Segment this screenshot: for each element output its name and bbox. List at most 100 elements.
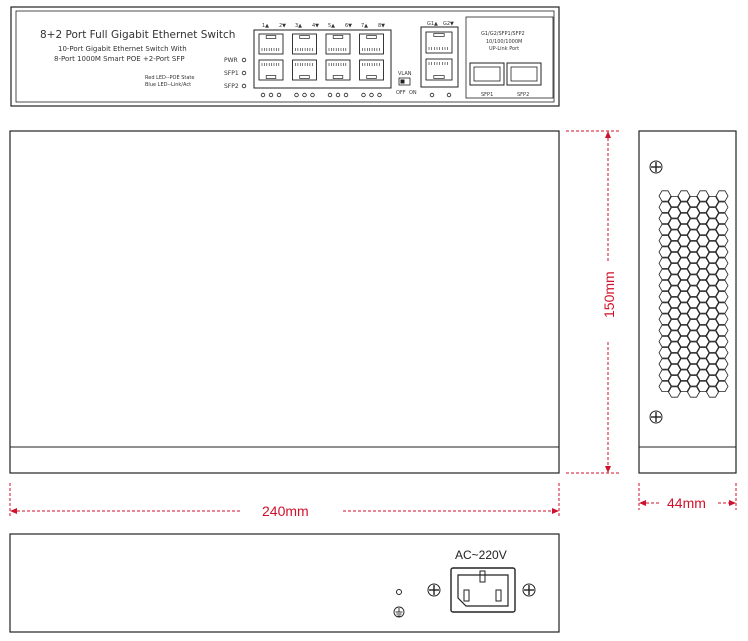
vent-hole bbox=[715, 246, 729, 258]
height-arrow-left bbox=[639, 500, 646, 506]
width-dimension: 240mm bbox=[262, 503, 309, 519]
port-led-icon bbox=[369, 92, 374, 98]
uplink-port-label-g2: G2▼ bbox=[443, 21, 454, 27]
width-arrow-right bbox=[552, 508, 559, 514]
rj45-port-top-4 bbox=[359, 33, 384, 55]
top-view-outline bbox=[9, 130, 560, 474]
led-label-pwr: PWR bbox=[224, 57, 238, 64]
uplink-port-g2 bbox=[425, 58, 453, 81]
vent-hole bbox=[715, 324, 729, 337]
height-dimension: 44mm bbox=[667, 495, 706, 511]
port-led-icon bbox=[302, 92, 307, 98]
rj45-port-bottom-1 bbox=[258, 59, 284, 81]
depth-arrow-top bbox=[605, 131, 611, 138]
depth-dimension: 150mm bbox=[601, 271, 617, 318]
rear-panel: AC~220V bbox=[9, 533, 560, 633]
rj45-port-top-2 bbox=[292, 33, 317, 55]
rear-panel-outline bbox=[9, 533, 560, 633]
port-led-icon bbox=[335, 92, 341, 98]
port-label-5: 5▲ bbox=[328, 23, 335, 29]
vent-hole bbox=[715, 212, 729, 224]
vent-hole bbox=[715, 335, 729, 348]
port-led-icon bbox=[294, 92, 299, 98]
port-led-icon bbox=[343, 92, 349, 98]
rear-screw-left-icon bbox=[427, 583, 441, 597]
port-label-3: 3▲ bbox=[295, 23, 302, 29]
vent-hole bbox=[715, 235, 729, 247]
led-sfp2-icon bbox=[241, 83, 247, 89]
front-panel: 8+2 Port Full Gigabit Ethernet Switch 10… bbox=[10, 6, 560, 107]
vlan-toggle-knob bbox=[400, 79, 405, 84]
port-led-icon bbox=[327, 92, 333, 98]
front-subtitle-2: 8-Port 1000M Smart POE +2-Port SFP bbox=[54, 55, 185, 63]
uplink-desc: UP-Link Port bbox=[489, 46, 519, 52]
vent-hole bbox=[715, 380, 729, 393]
vent-hole bbox=[715, 313, 729, 325]
port-label-8: 8▼ bbox=[378, 23, 385, 29]
vlan-switch: VLAN OFF ON bbox=[396, 71, 417, 96]
port-led-icon bbox=[268, 92, 274, 98]
height-arrow-right bbox=[729, 500, 736, 506]
vent-hole bbox=[715, 279, 729, 292]
port-led-icon bbox=[361, 92, 366, 98]
led-label-sfp1: SFP1 bbox=[224, 70, 239, 77]
vlan-on-label: ON bbox=[409, 90, 417, 96]
rj45-port-block bbox=[253, 29, 392, 89]
uplink-title: G1/G2/SFP1/SFP2 bbox=[481, 31, 525, 37]
vent-hole bbox=[715, 257, 729, 269]
top-view bbox=[9, 130, 560, 474]
led-sfp1-icon bbox=[241, 70, 247, 76]
dimension-lines: 150mm 240mm 44mm bbox=[9, 130, 737, 519]
sfp1-port-inner bbox=[473, 66, 501, 82]
port-label-6: 6▼ bbox=[345, 23, 352, 29]
ground-icon bbox=[393, 606, 405, 618]
rj45-port-top-3 bbox=[325, 33, 351, 55]
port-label-1: 1▲ bbox=[262, 23, 269, 29]
depth-arrow-bottom bbox=[605, 466, 611, 473]
uplink-port-g1 bbox=[425, 31, 453, 54]
vlan-toggle-icon bbox=[398, 77, 411, 86]
sfp1-port bbox=[469, 62, 505, 86]
rj45-port-top-1 bbox=[258, 33, 284, 55]
sfp2-label: SFP2 bbox=[517, 92, 529, 98]
status-leds: PWR SFP1 SFP2 bbox=[224, 57, 247, 90]
rj45-port-leds bbox=[260, 92, 382, 98]
port-label-2: 2▼ bbox=[279, 23, 286, 29]
rj45-port-bottom-3 bbox=[325, 59, 351, 81]
vent-hole bbox=[715, 347, 729, 359]
ventilation-grid bbox=[658, 190, 729, 398]
sfp2-port bbox=[506, 62, 542, 86]
screw-bottom-icon bbox=[649, 410, 663, 424]
ground-screw-icon bbox=[396, 589, 402, 595]
port-label-4: 4▼ bbox=[312, 23, 319, 29]
port-led-icon bbox=[276, 92, 282, 98]
vent-hole bbox=[715, 268, 729, 281]
port-led-icon bbox=[260, 92, 266, 98]
uplink-speed: 10/100/1000M bbox=[486, 39, 522, 45]
uplink-port-block bbox=[420, 26, 459, 88]
screw-top-icon bbox=[649, 160, 663, 174]
power-label: AC~220V bbox=[455, 548, 507, 562]
rj45-port-bottom-2 bbox=[292, 59, 317, 81]
front-panel-inner bbox=[15, 10, 555, 103]
vent-hole bbox=[715, 358, 729, 370]
port-label-7: 7▲ bbox=[361, 23, 368, 29]
vlan-off-label: OFF bbox=[396, 90, 406, 96]
front-panel-outer bbox=[10, 6, 560, 107]
led-label-sfp2: SFP2 bbox=[224, 83, 239, 90]
front-title: 8+2 Port Full Gigabit Ethernet Switch bbox=[40, 29, 235, 41]
vent-hole bbox=[715, 224, 729, 236]
uplink-port-label-g1: G1▲ bbox=[427, 21, 438, 27]
vent-hole bbox=[715, 369, 729, 381]
sfp-ports bbox=[469, 62, 542, 86]
vent-hole bbox=[715, 190, 729, 202]
vent-hole bbox=[715, 291, 729, 303]
port-led-icon bbox=[377, 92, 382, 98]
side-view-outline bbox=[638, 130, 737, 474]
width-arrow-left bbox=[10, 508, 17, 514]
vent-hole bbox=[715, 201, 729, 213]
sfp2-port-inner bbox=[510, 66, 538, 82]
side-view bbox=[638, 130, 737, 474]
led-pwr-icon bbox=[241, 57, 247, 63]
